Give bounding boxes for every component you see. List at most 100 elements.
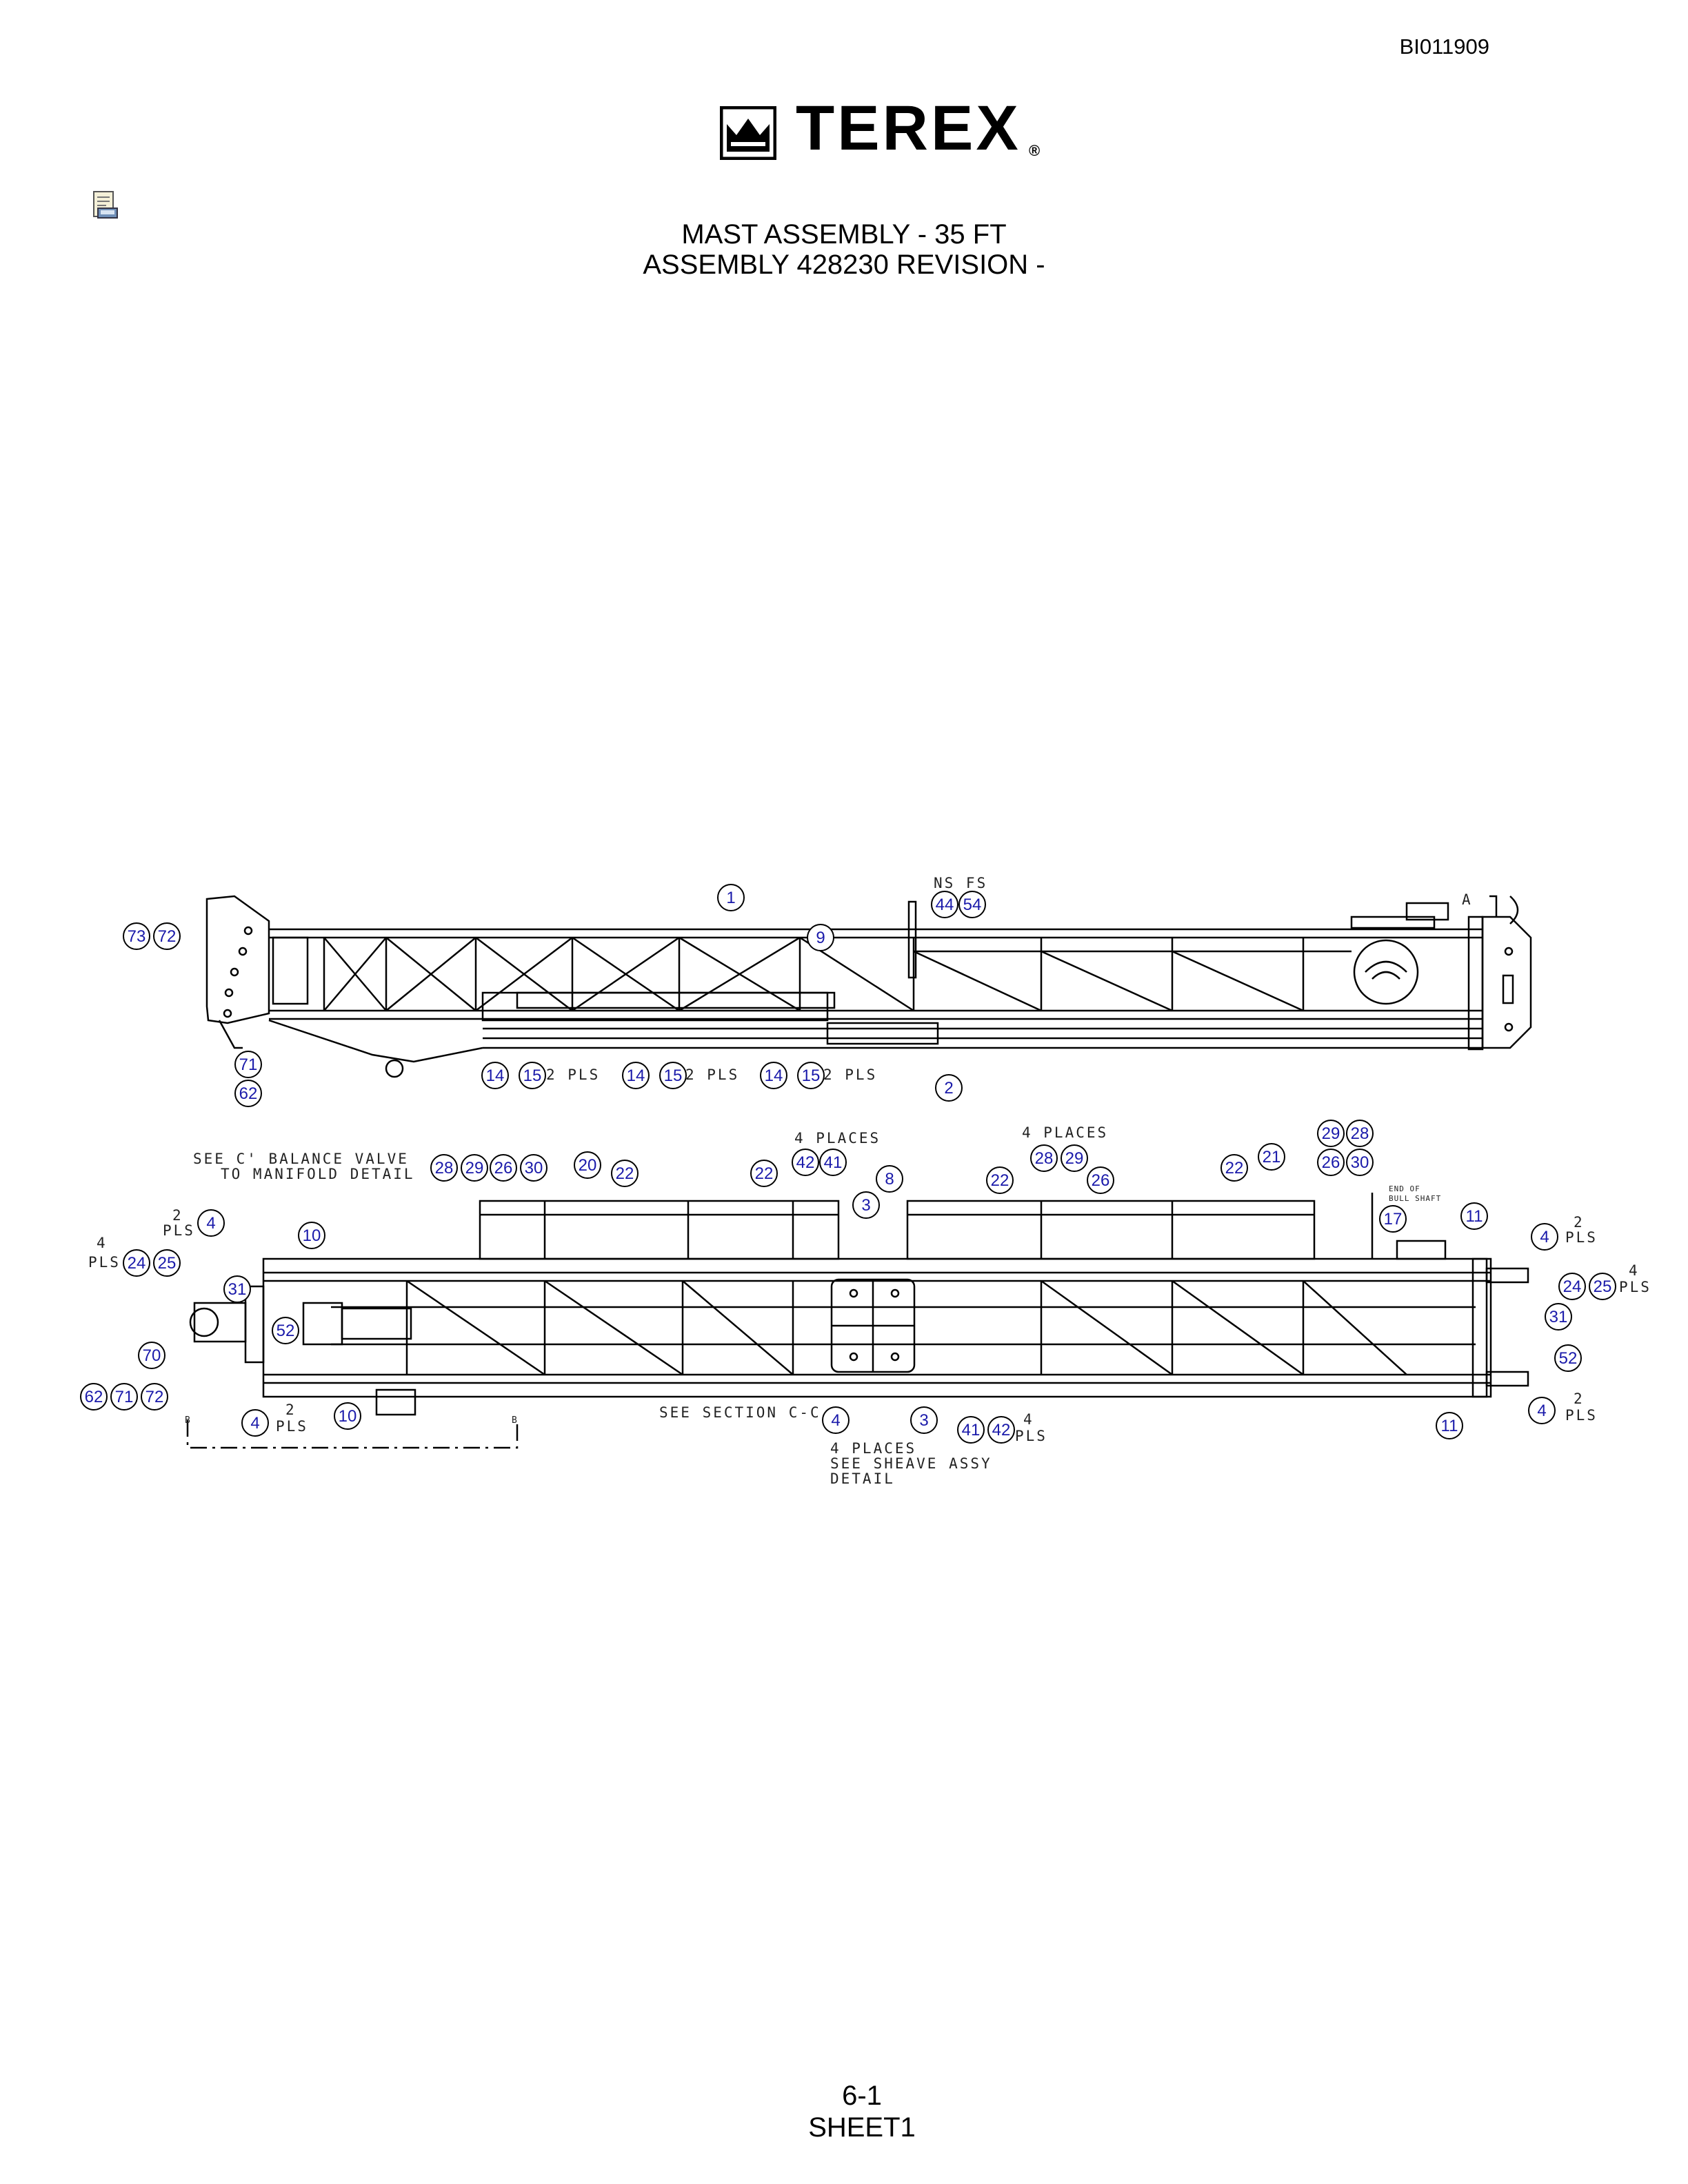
callout-number: 21 [1263,1148,1281,1166]
document-id: BI011909 [1399,34,1489,59]
callout-number: 31 [228,1280,247,1299]
callout-circle [519,1062,546,1089]
callout-balloon: 29 [461,1154,488,1182]
callout-balloon: 22 [1220,1154,1248,1182]
callout-number: 30 [1351,1153,1369,1172]
callout-number: 10 [339,1407,357,1426]
quantity-label: PLS [1565,1407,1598,1424]
callout-balloon: 4 [822,1406,850,1434]
drawing-note: A [1462,891,1473,908]
callout-number: 1 [726,889,735,907]
callout-balloon: 21 [1258,1143,1285,1171]
logo-wordmark: TEREX [796,93,1021,163]
callout-number: 10 [303,1226,321,1245]
callout-balloon: 29 [1317,1120,1345,1147]
callout-circle [931,891,958,918]
drawing-note: 4 PLACES [794,1130,881,1146]
callout-number: 42 [796,1153,815,1172]
callout-circle [574,1151,601,1179]
callout-circle [272,1317,299,1344]
callout-circle [760,1062,787,1089]
callout-balloon: 71 [110,1383,138,1410]
callout-balloon: 11 [1436,1412,1463,1439]
callout-balloon: 41 [819,1149,847,1176]
callout-number: 26 [494,1159,513,1177]
callout-balloon: 14 [481,1062,509,1089]
callout-number: 28 [1035,1149,1054,1168]
callout-circle [797,1062,825,1089]
callout-balloon: 11 [1460,1202,1488,1230]
callout-balloon: 2 [935,1074,963,1102]
callout-balloon: 41 [957,1416,985,1444]
callout-balloon: 30 [1346,1149,1374,1176]
callout-number: 25 [158,1254,177,1273]
callout-number: 17 [1384,1210,1403,1228]
callout-balloon: 22 [986,1166,1014,1194]
callout-balloon: 62 [234,1080,262,1107]
quantity-label: 2 [285,1402,297,1418]
callout-number: 4 [1540,1228,1549,1246]
callout-number: 25 [1594,1277,1612,1296]
callout-balloon: 62 [80,1383,108,1410]
callout-number: 14 [627,1066,645,1085]
callout-circle [234,1051,262,1078]
quantity-label: 2 PLS [685,1066,739,1083]
callout-balloon: 15 [659,1062,687,1089]
callout-circle [822,1406,850,1434]
callout-number: 52 [277,1322,295,1340]
callout-circle [986,1166,1014,1194]
terex-logo: TEREX ® [720,97,1044,164]
quantity-label: PLS [1565,1229,1598,1246]
callout-balloon: 25 [1589,1273,1616,1300]
callout-circle [1379,1205,1407,1233]
callout-balloon: 72 [141,1383,168,1410]
callout-balloon: 10 [298,1222,325,1249]
drawing-note: BULL SHAFT [1389,1194,1441,1203]
callout-circle [110,1383,138,1410]
callout-number: 8 [885,1170,894,1189]
callout-number: 14 [765,1066,783,1085]
callout-number: 14 [486,1066,505,1085]
callout-balloon: 71 [234,1051,262,1078]
callout-number: 22 [1225,1159,1244,1177]
callout-circle [223,1275,251,1303]
callout-circle [197,1209,225,1237]
callout-circle [611,1160,639,1187]
side-view [205,895,1532,1078]
callout-number: 71 [115,1388,134,1406]
callout-circle [935,1074,963,1102]
callout-circle [490,1154,517,1182]
drawing-note: DETAIL [830,1470,895,1487]
callout-balloon: 73 [123,922,150,950]
callout-circle [1030,1144,1058,1172]
callout-number: 29 [1322,1124,1340,1143]
quantity-label: PLS [276,1418,308,1435]
callout-balloon: 4 [1528,1397,1556,1424]
callout-number: 22 [755,1164,774,1183]
callout-number: 26 [1322,1153,1340,1172]
quantity-label: PLS [163,1222,195,1239]
callout-balloon: 14 [760,1062,787,1089]
callout-circle [807,924,834,951]
callout-balloon: 26 [490,1154,517,1182]
callout-balloon: 24 [123,1249,150,1277]
quantity-label: PLS [1619,1279,1651,1295]
callout-number: 24 [1563,1277,1582,1296]
callout-circle [1545,1303,1572,1331]
callout-balloon: 4 [1531,1223,1558,1251]
callout-balloon: 15 [519,1062,546,1089]
callout-balloon: 25 [153,1249,181,1277]
callout-balloon: 22 [750,1160,778,1187]
callout-circle [241,1409,269,1437]
callout-balloon: 14 [622,1062,650,1089]
callout-number: 3 [861,1196,870,1215]
crown-logo-icon [720,106,776,160]
drawing-note: END OF [1389,1184,1420,1193]
callout-circle [1460,1202,1488,1230]
callout-balloon: 30 [520,1154,547,1182]
document-note-icon[interactable] [91,190,120,221]
callout-number: 11 [1466,1207,1483,1226]
